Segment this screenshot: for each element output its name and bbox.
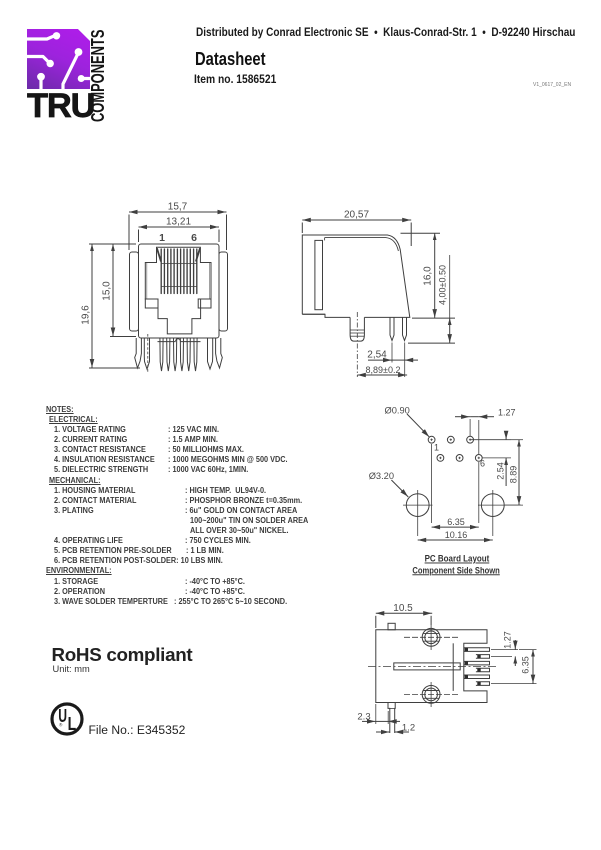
svg-text:2,54: 2,54 xyxy=(367,350,387,361)
svg-text:2.3: 2.3 xyxy=(357,712,370,723)
svg-text:19,6: 19,6 xyxy=(81,305,92,325)
svg-text:6: 6 xyxy=(480,459,485,469)
svg-text:6.35: 6.35 xyxy=(521,656,531,674)
svg-text:6.35: 6.35 xyxy=(447,517,465,527)
svg-text:15,0: 15,0 xyxy=(102,281,113,301)
svg-text:20,57: 20,57 xyxy=(344,210,369,221)
svg-text:16,0: 16,0 xyxy=(423,266,434,286)
svg-text:1.27: 1.27 xyxy=(503,631,513,649)
svg-text:U: U xyxy=(58,706,67,726)
svg-text:1.2: 1.2 xyxy=(402,723,415,734)
svg-text:2.54: 2.54 xyxy=(496,462,506,480)
svg-text:1: 1 xyxy=(159,232,165,244)
svg-text:15,7: 15,7 xyxy=(168,202,188,213)
svg-text:Ø3.20: Ø3.20 xyxy=(369,471,394,481)
svg-text:4,00±0.50: 4,00±0.50 xyxy=(438,265,448,305)
svg-text:10.16: 10.16 xyxy=(445,530,468,540)
svg-text:PC Board Layout: PC Board Layout xyxy=(425,554,490,565)
svg-text:1.27: 1.27 xyxy=(498,408,516,418)
svg-text:®: ® xyxy=(59,722,63,728)
svg-text:Ø0.90: Ø0.90 xyxy=(385,405,410,415)
svg-text:6: 6 xyxy=(191,232,197,244)
svg-text:10.5: 10.5 xyxy=(393,603,413,614)
svg-text:13,21: 13,21 xyxy=(166,217,191,228)
svg-text:1: 1 xyxy=(434,443,439,453)
svg-text:8.89: 8.89 xyxy=(509,466,519,484)
svg-text:8,89±0.2: 8,89±0.2 xyxy=(366,365,401,375)
svg-text:L: L xyxy=(68,714,77,734)
svg-text:Component Side Shown: Component Side Shown xyxy=(412,565,500,576)
